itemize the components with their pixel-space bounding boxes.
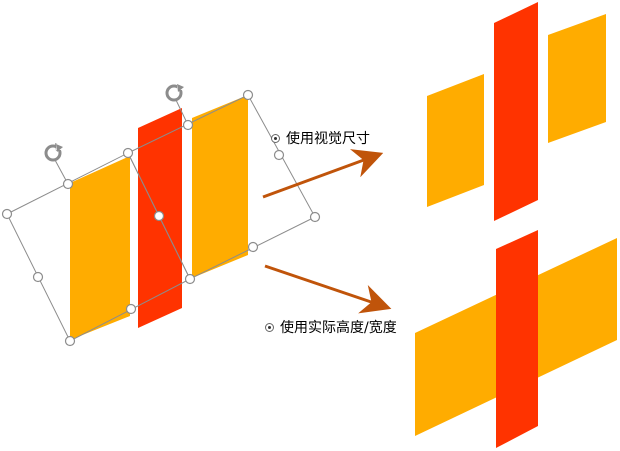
arrow-right-icon [264, 264, 392, 314]
label-actual-size-text: 使用实际高度/宽度 [280, 320, 397, 336]
handle [32, 271, 44, 283]
bottom-red-bar [496, 230, 538, 448]
selection-handles[interactable] [1, 89, 321, 347]
left-selected-group [1, 84, 321, 347]
label-actual-size[interactable]: 使用实际高度/宽度 [265, 317, 397, 337]
handle [62, 178, 74, 190]
handle [64, 335, 76, 347]
arrow-right-icon [262, 149, 384, 199]
radio-dot-icon [271, 133, 280, 143]
top-orange-right [548, 14, 606, 143]
rotate-handle-icon[interactable] [44, 143, 64, 162]
handle [1, 208, 13, 220]
left-orange-panel[interactable] [70, 156, 130, 340]
handle [242, 89, 254, 101]
handle [273, 149, 285, 161]
label-visual-size[interactable]: 使用视觉尺寸 [271, 128, 370, 148]
label-visual-size-text: 使用视觉尺寸 [286, 131, 370, 147]
radio-dot-icon [265, 322, 274, 332]
handle [153, 210, 165, 222]
handle [125, 303, 137, 315]
rotate-handle-icon[interactable] [165, 84, 185, 102]
handle [247, 241, 259, 253]
handle [182, 119, 194, 131]
result-actual-size [415, 230, 617, 448]
handle [184, 273, 196, 285]
left-orange-panel-right[interactable] [192, 95, 248, 278]
top-red-bar [494, 2, 538, 221]
top-orange-left [427, 74, 484, 207]
handle [309, 211, 321, 223]
handle [122, 147, 134, 159]
result-visual-size [427, 2, 606, 221]
